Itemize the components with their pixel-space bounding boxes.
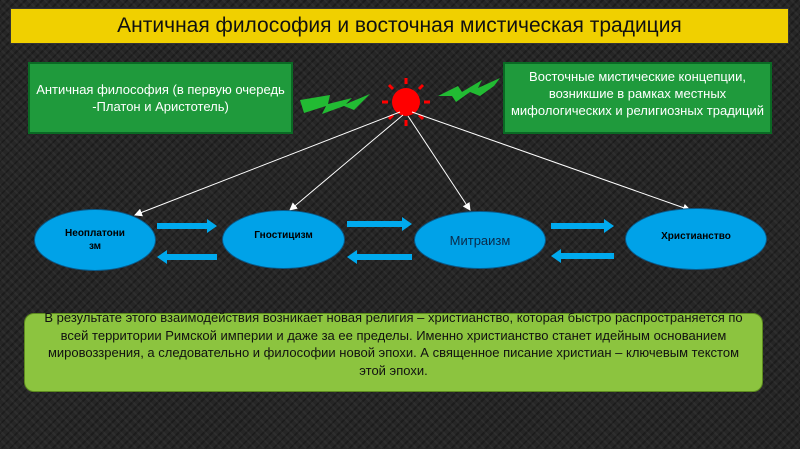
ray-to-christianity — [411, 111, 691, 212]
arrow-right — [157, 219, 217, 233]
arrow-left — [551, 249, 614, 263]
arrow-left — [347, 250, 412, 264]
node-christianity-label: Христианство — [661, 230, 731, 242]
ray-to-gnosticism — [289, 114, 404, 211]
result-text: В результате этого взаимодействия возник… — [44, 310, 743, 378]
eastern-mysticism-text: Восточные мистические концепции, возникш… — [510, 68, 765, 118]
lightning-icon — [300, 94, 370, 114]
node-mithraism-label: Митраизм — [449, 232, 511, 248]
node-mithraism: Митраизм — [414, 211, 546, 269]
arrow-right — [347, 217, 412, 231]
eastern-mysticism-box: Восточные мистические концепции, возникш… — [503, 62, 772, 134]
node-neoplatonism-label: Неоплатонизм — [65, 228, 125, 252]
node-gnosticism-label: Гностицизм — [254, 230, 313, 241]
node-neoplatonism: Неоплатонизм — [34, 209, 156, 271]
slide-title: Античная философия и восточная мистическ… — [10, 8, 789, 44]
node-christianity: Христианство — [625, 208, 767, 270]
sun-icon — [382, 78, 430, 126]
arrow-right — [551, 219, 614, 233]
arrow-left — [157, 250, 217, 264]
ray-to-neoplatonism — [134, 111, 401, 217]
antique-philosophy-box: Античная философия (в первую очередь -Пл… — [28, 62, 293, 134]
ray-to-mithraism — [407, 115, 471, 211]
antique-philosophy-text: Античная философия (в первую очередь -Пл… — [36, 82, 285, 114]
node-gnosticism: Гностицизм — [222, 210, 345, 269]
lightning-icon — [438, 78, 500, 102]
result-box: В результате этого взаимодействия возник… — [24, 310, 763, 392]
